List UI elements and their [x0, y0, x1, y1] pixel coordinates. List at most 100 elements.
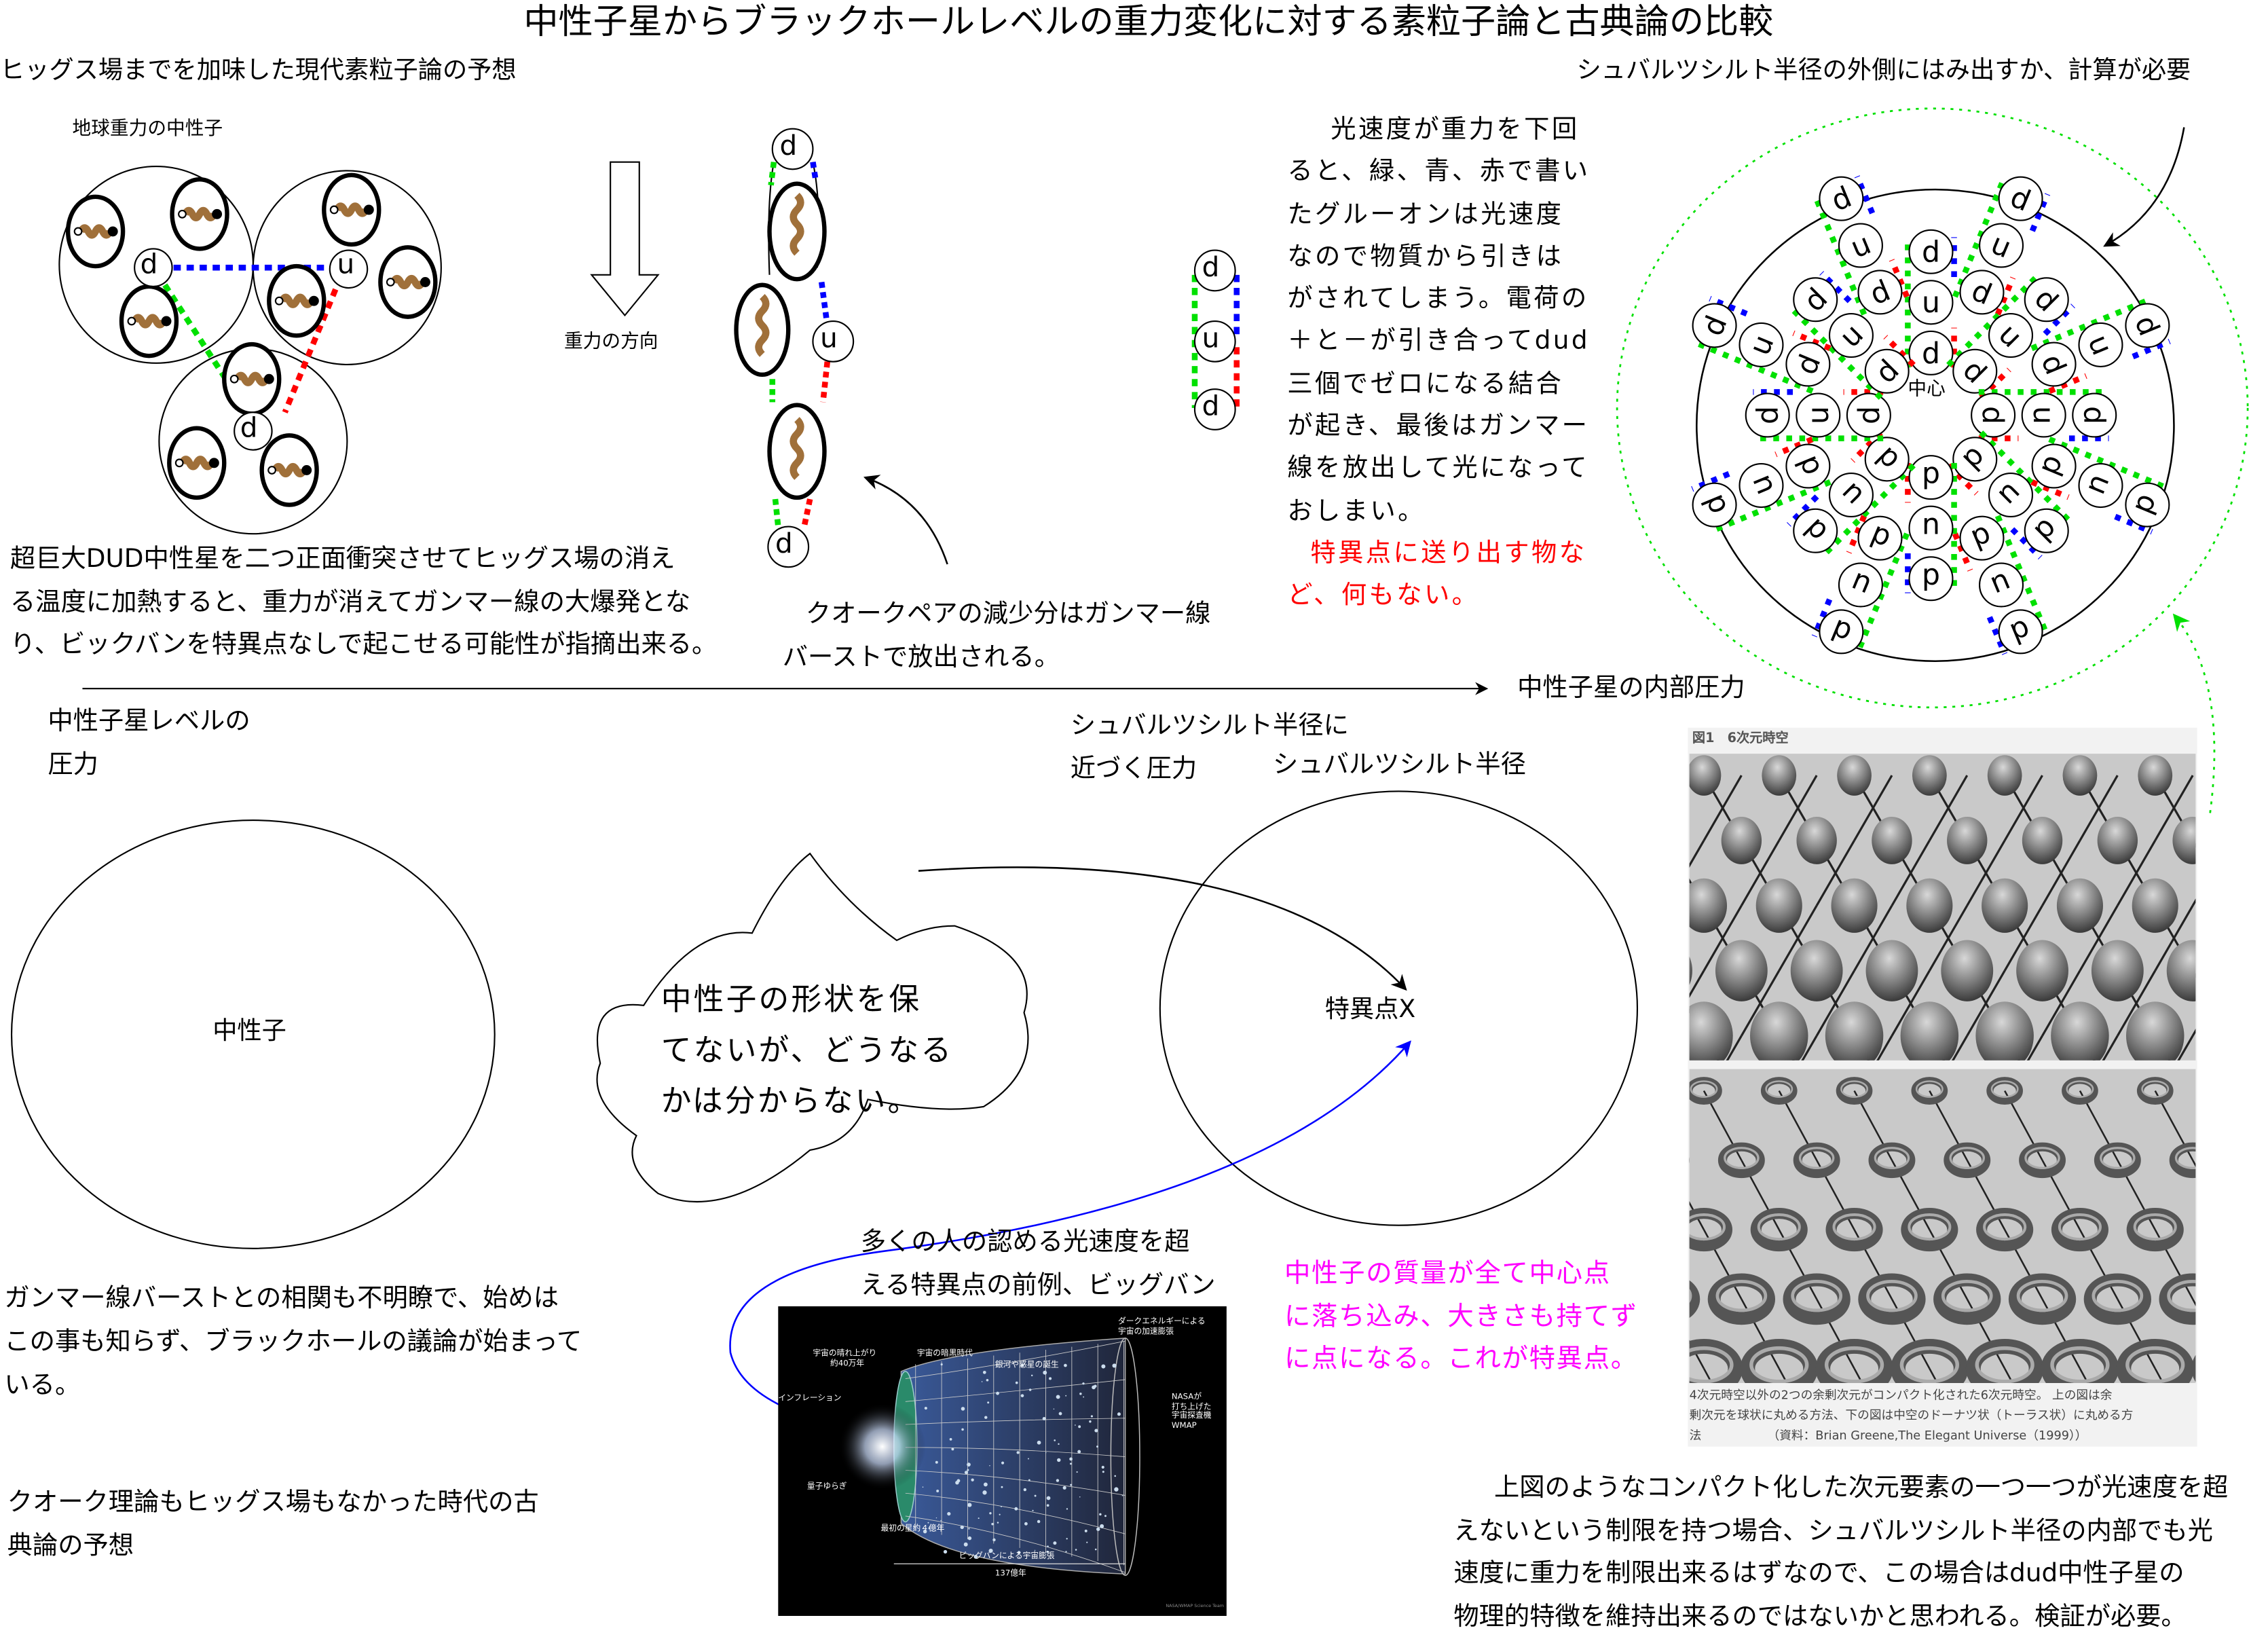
torus-mark	[2049, 1346, 2112, 1383]
paragraph-line: 光速度が重力を下回	[1287, 110, 1590, 152]
singularity-paragraph: 中性子の質量が全て中心点 に落ち込み、大きさも持てず に点になる。これが特異点。	[1284, 1253, 1638, 1381]
bb-label-quantum: 量子ゆらぎ	[807, 1483, 847, 1492]
caption-line: 多くの人の認める光速度を超	[861, 1222, 1216, 1265]
gluon-spring-icon	[122, 287, 176, 356]
sphere-mark	[2057, 879, 2103, 933]
paragraph-line: ると、緑、青、赤で書い	[1287, 152, 1590, 194]
quark-spoke: dud	[1971, 392, 2116, 438]
sphere-mark	[1796, 817, 1836, 864]
quark-label: u	[1922, 286, 1940, 320]
paragraph-line: いる。	[4, 1364, 582, 1407]
gluon-spring-icon	[269, 266, 324, 335]
center-label: 中心	[1908, 380, 1945, 399]
paragraph-line: 中性子の質量が全て中心点	[1284, 1253, 1638, 1295]
bb-label-dark-age: 宇宙の暗黒時代	[917, 1350, 973, 1359]
caption-line: 剰次元を球状に丸める方法、下の図は中空のドーナツ状（トーラス状）に丸める方	[1690, 1405, 2134, 1425]
sphere-mark	[1825, 1001, 1883, 1061]
earth-neutron-diagram	[59, 166, 441, 534]
note-line: クオークペアの減少分はガンマー線	[783, 593, 1211, 637]
quark-label: d	[1922, 337, 1940, 371]
sphere-mark	[2092, 940, 2144, 1001]
cloud-line: 中性子の形状を保	[661, 975, 954, 1026]
sphere-mark	[1690, 1001, 1733, 1061]
quark-label: u	[337, 252, 354, 279]
modern-theory-heading: ヒッグス場までを加味した現代素粒子論の予想	[0, 59, 517, 84]
quark-label: d	[1202, 255, 1220, 282]
paragraph-line: 三個でゼロになる結合	[1287, 364, 1590, 406]
quark-label: u	[1922, 511, 1940, 545]
cloud-line: かは分からない。	[661, 1076, 954, 1127]
paragraph-line: 上図のようなコンパクト化した次元要素の一つ一つが光速度を超	[1453, 1469, 2228, 1511]
classical-paragraph: クオーク理論もヒッグス場もなかった時代の古 典論の予想	[7, 1481, 539, 1568]
sphere-mark	[2051, 1001, 2108, 1061]
paragraph-line: クオーク理論もヒッグス場もなかった時代の古	[7, 1481, 539, 1525]
quark-label: d	[1922, 236, 1940, 270]
axis-right-label: 中性子星の内部圧力	[1517, 677, 1745, 702]
sphere-mark	[1750, 1001, 1808, 1061]
sphere-mark	[1690, 879, 1727, 933]
quark-label: d	[240, 416, 258, 443]
paragraph-line: おしまい。	[1287, 492, 1590, 534]
sphere-mark	[1762, 755, 1796, 796]
quark-label: u	[1802, 406, 1836, 424]
paragraph-line: 物理的特徴を維持出来るのではないかと思われる。検証が必要。	[1453, 1596, 2228, 1639]
red-note-line: 特異点に送り出す物な	[1287, 534, 1590, 576]
sphere-mark	[1901, 1001, 1958, 1061]
axis-left-label: 中性子星レベルの 圧力	[48, 700, 250, 787]
figure-caption: 4次元時空以外の2つの余剰次元がコンパクト化された6次元時空。 上の図は余 剰次…	[1690, 1384, 2134, 1445]
paragraph-line: ＋と－が引き合ってdud	[1287, 322, 1590, 364]
torus-mark	[1823, 1346, 1886, 1383]
paragraph-line: たグルーオンは光速度	[1287, 195, 1590, 237]
sphere-mark	[1947, 817, 1987, 864]
torus-mark	[1690, 1213, 1727, 1246]
bb-label-dark-energy: ダークエネルギーによる宇宙の加速膨張	[1118, 1318, 1206, 1337]
label-line: シュバルツシルト半径に	[1071, 705, 1349, 748]
quark-label: d	[2077, 406, 2111, 424]
sphere-mark	[2172, 817, 2195, 864]
sphere-mark	[2167, 940, 2196, 1001]
sphere-mark	[2063, 755, 2098, 796]
quark-label: u	[2026, 406, 2060, 424]
quark-label: d	[141, 252, 158, 279]
bb-label-inflation: インフレーション	[778, 1395, 841, 1404]
red-note-line: ど、何もない。	[1287, 576, 1590, 619]
sphere-mark	[2022, 817, 2062, 864]
bb-label-first-stars: 最初の星約４億年	[881, 1525, 945, 1534]
figure-title: 図1 6次元時空	[1692, 733, 1789, 746]
dud-collision-paragraph: 超巨大DUD中性星を二つ正面衝突させてヒッグス場の消え る温度に加熱すると、重力…	[10, 540, 717, 668]
sphere-mark	[1837, 755, 1872, 796]
sphere-mark	[2138, 755, 2172, 796]
torus-mark	[2123, 1346, 2187, 1383]
paragraph-line: えないという制限を持つ場合、シュバルツシルト半径の内部でも光	[1453, 1511, 2228, 1554]
light-speed-paragraph: 光速度が重力を下回 ると、緑、青、赤で書い たグルーオンは光速度 なので物質から…	[1287, 110, 1590, 619]
paragraph-line: が起き、最後はガンマー	[1287, 407, 1590, 449]
sphere-mark	[2132, 879, 2178, 933]
sphere-mark	[2098, 817, 2138, 864]
sphere-mark	[1715, 940, 1768, 1001]
sphere-mark	[1832, 879, 1878, 933]
quark-spoke: dud	[1746, 392, 1891, 438]
sphere-mark	[1722, 817, 1762, 864]
label-line: 中性子星レベルの	[48, 700, 250, 743]
tori-panel	[1690, 1069, 2196, 1383]
quark-label: d	[775, 531, 793, 558]
gravity-direction-arrow	[591, 162, 658, 316]
gluon-spring-icon	[380, 247, 435, 316]
sphere-mark	[1866, 940, 1918, 1001]
paragraph-line: 線を放出して光になって	[1287, 449, 1590, 491]
gluon-spring-icon	[224, 344, 279, 413]
quark-label: d	[1853, 406, 1886, 424]
quark-pair-note: クオークペアの減少分はガンマー線 バーストで放出される。	[783, 593, 1211, 680]
sphere-mark	[1872, 817, 1912, 864]
sphere-mark	[2016, 940, 2068, 1001]
neutron-label: 中性子	[212, 1020, 286, 1044]
paragraph-line: に点になる。これが特異点。	[1284, 1338, 1638, 1381]
sphere-mark	[1982, 879, 2028, 933]
sphere-mark	[1941, 940, 1993, 1001]
bb-label-expansion: ビッグバンによる宇宙膨張	[959, 1552, 1055, 1562]
schwarzschild-label: シュバルツシルト半径	[1273, 754, 1526, 779]
quark-label: d	[779, 133, 797, 160]
earth-neutron-label: 地球重力の中性子	[73, 120, 223, 139]
gluon-spring-icon	[68, 197, 123, 266]
